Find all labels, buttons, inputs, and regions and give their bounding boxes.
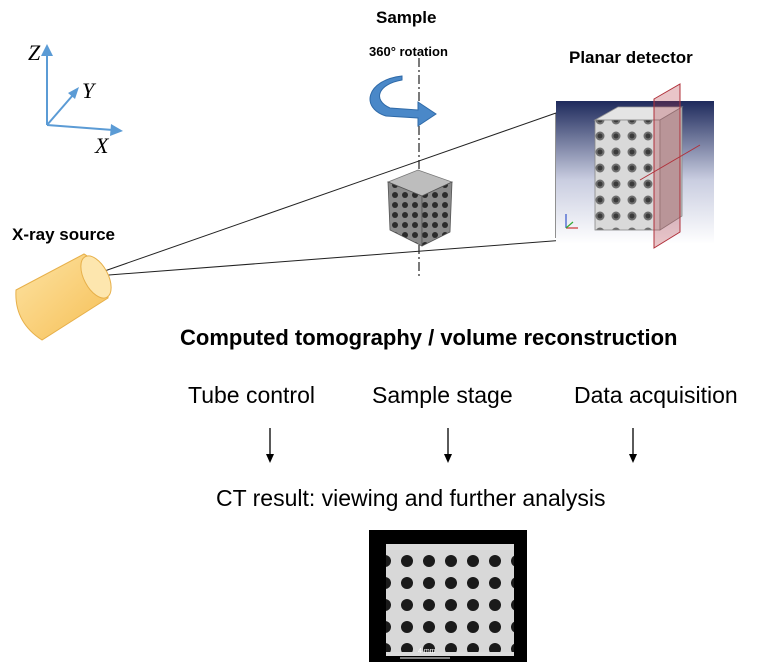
sample-title: Sample <box>376 8 437 27</box>
planar-detector-panel <box>556 83 714 249</box>
result-title: CT result: viewing and further analysis <box>216 485 606 511</box>
coordinate-axes <box>41 44 123 136</box>
axis-x-label: X <box>95 133 109 158</box>
ct-result-image <box>369 530 527 662</box>
step-data-acquisition: Data acquisition <box>574 382 738 408</box>
sample-cube <box>386 169 454 247</box>
axis-z-label: Z <box>28 40 41 65</box>
source-title: X-ray source <box>12 225 115 244</box>
xray-source-cylinder <box>15 253 112 341</box>
rotation-label: 360° rotation <box>369 44 448 59</box>
process-arrows <box>266 428 637 463</box>
section-title: Computed tomography / volume reconstruct… <box>180 325 678 350</box>
rotation-arrow <box>369 75 437 127</box>
step-tube-control: Tube control <box>188 382 315 408</box>
axis-y-label: Y <box>82 78 95 103</box>
detector-title: Planar detector <box>569 48 693 67</box>
step-sample-stage: Sample stage <box>372 382 513 408</box>
ct-scale-label: 4 mm <box>418 648 436 655</box>
